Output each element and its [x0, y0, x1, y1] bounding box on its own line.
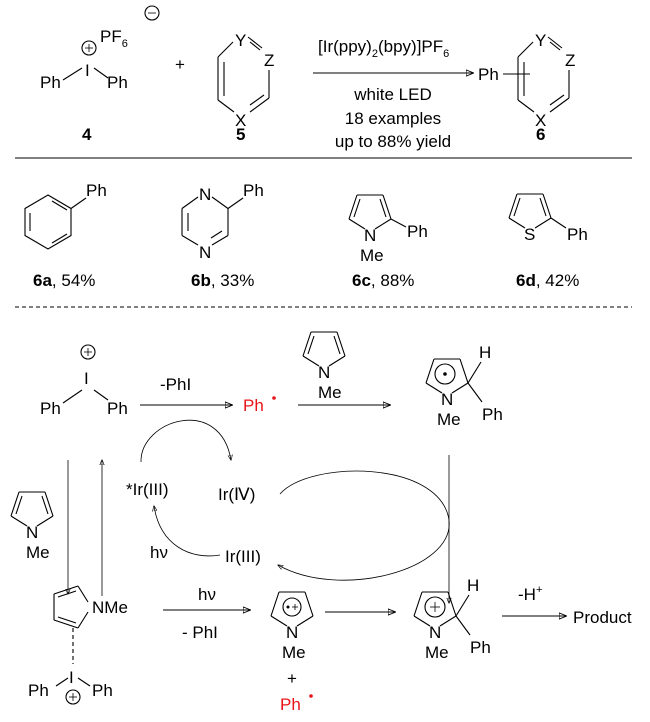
x-label: X — [535, 111, 546, 130]
example-label: 6a, 54% — [33, 271, 95, 290]
phenyl-radical: Ph — [280, 695, 301, 714]
example-label: 6b, 33% — [191, 271, 254, 290]
ph-label: Ph — [243, 181, 264, 200]
pyrrole-radical-cation: N Me + Ph — [270, 591, 314, 714]
plus-charge-icon — [65, 689, 81, 705]
z-label: Z — [264, 51, 274, 70]
examples-label: 18 examples — [345, 109, 441, 128]
pf6-label: PF6 — [100, 27, 128, 50]
n-label: N — [26, 523, 38, 542]
ph-label: Ph — [482, 405, 503, 424]
me-label: Me — [318, 383, 342, 402]
me-label: Me — [425, 643, 449, 662]
n-label: N — [441, 390, 453, 409]
reagent-4: PF6 I Ph Ph 4 — [40, 5, 160, 144]
hv-label: hν — [198, 585, 216, 604]
z-label: Z — [565, 51, 575, 70]
s-label: S — [524, 225, 535, 244]
plus-charge-icon — [81, 40, 97, 56]
curved-arrow — [154, 506, 221, 557]
yield-label: up to 88% yield — [335, 132, 451, 151]
example-6a: Ph — [24, 181, 107, 250]
plus-sign: + — [287, 669, 297, 688]
ph-label: Ph — [107, 73, 128, 92]
phenyl-radical: Ph — [243, 396, 264, 415]
pyrrole-iodonium-complex: NMe I Ph Ph — [28, 585, 128, 705]
product-6: Y Z X Ph 6 — [478, 31, 575, 144]
n-label: N — [364, 226, 376, 245]
ph-label: Ph — [28, 681, 49, 700]
radical-dot-icon — [272, 396, 276, 400]
h-label: H — [479, 343, 491, 362]
n-methylpyrrole-left: N Me — [10, 491, 54, 562]
ph-label: Ph — [567, 225, 588, 244]
radical-adduct: H N Me Ph — [425, 343, 503, 429]
y-label: Y — [235, 31, 246, 50]
ir-excited-label: *Ir(III) — [126, 480, 169, 499]
ph-label: Ph — [470, 638, 491, 657]
ph-label: Ph — [86, 181, 107, 200]
example-6b: N N Ph — [181, 181, 264, 262]
compound-label: 6 — [536, 125, 545, 144]
ir-iv-label: Ir(Ⅳ) — [218, 485, 255, 504]
reagent-5: Y Z X 5 — [217, 31, 274, 144]
minus-h-label: -H+ — [518, 584, 542, 604]
compound-label: 5 — [236, 125, 245, 144]
h-label: H — [467, 576, 479, 595]
example-label: 6c, 88% — [352, 271, 414, 290]
plus-charge-icon — [80, 344, 96, 360]
x-label: X — [235, 111, 246, 130]
n-label: N — [199, 185, 211, 204]
ph-label: Ph — [407, 222, 428, 241]
ph-label: Ph — [478, 65, 499, 84]
ph-label: Ph — [92, 681, 113, 700]
iodine-label: I — [85, 61, 90, 80]
n-label: N — [429, 623, 441, 642]
ph-label: Ph — [107, 399, 128, 418]
radical-dot-icon — [309, 694, 313, 698]
plus-sign: + — [175, 55, 185, 74]
n-methylpyrrole: N Me — [302, 331, 346, 402]
example-label: 6d, 42% — [516, 271, 579, 290]
minus-phi-label: - PhI — [182, 623, 218, 642]
hv-label: hν — [150, 543, 168, 562]
me-label: Me — [437, 410, 461, 429]
cation-adduct: H N Me Ph — [413, 576, 491, 662]
minus-charge-icon — [144, 5, 160, 21]
me-label: Me — [360, 246, 384, 265]
ir-iii-label: Ir(III) — [225, 547, 261, 566]
minus-phi-label: -PhI — [160, 375, 191, 394]
ph-label: Ph — [40, 73, 61, 92]
radical-dot-icon — [443, 372, 447, 376]
curved-arrow — [278, 470, 450, 581]
me-label: Me — [282, 643, 306, 662]
n-label: N — [318, 363, 330, 382]
example-6c: N Me Ph — [348, 194, 428, 265]
n-label: N — [199, 243, 211, 262]
light-label: white LED — [353, 85, 431, 104]
compound-label: 4 — [82, 125, 92, 144]
y-label: Y — [535, 31, 546, 50]
curved-arrow — [140, 419, 231, 463]
example-6d: S Ph — [508, 193, 588, 244]
catalyst-label: [Ir(ppy)2(bpy)]PF6 — [318, 37, 449, 60]
reaction-conditions: [Ir(ppy)2(bpy)]PF6 white LED 18 examples… — [313, 37, 473, 151]
ph-label: Ph — [40, 399, 61, 418]
nme-label: NMe — [92, 598, 128, 617]
product-label: Product — [573, 608, 632, 627]
iodine-label: I — [84, 369, 89, 388]
iodonium-salt: I Ph Ph — [40, 344, 128, 418]
me-label: Me — [26, 543, 50, 562]
n-label: N — [286, 623, 298, 642]
iodine-label: I — [69, 668, 74, 687]
